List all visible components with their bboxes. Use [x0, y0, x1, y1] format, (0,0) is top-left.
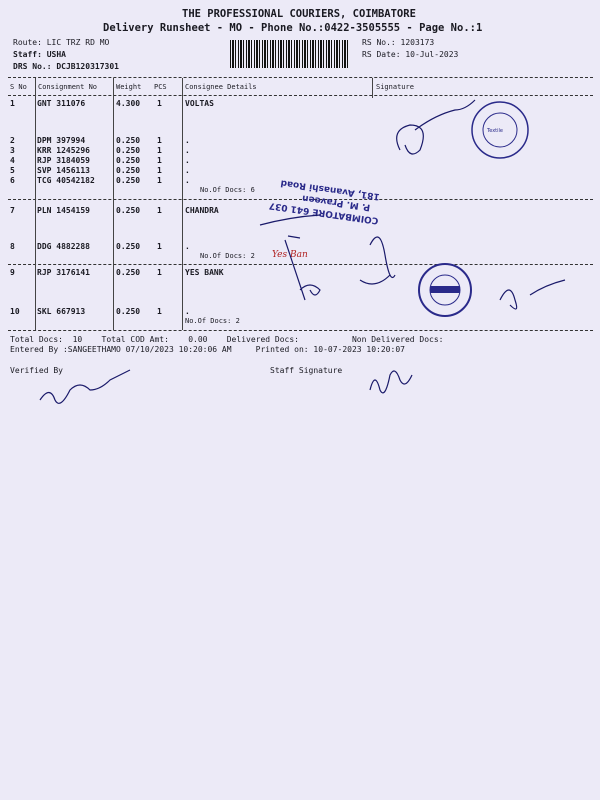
cell-sno: 6 [10, 176, 15, 185]
col-header-signature: Signature [376, 83, 414, 91]
cell-consignee: VOLTAS [185, 99, 214, 108]
bank-stamp [418, 263, 472, 317]
cell-consignee: . [185, 146, 190, 155]
cell-pcs: 1 [157, 166, 162, 175]
cell-sno: 3 [10, 146, 15, 155]
cell-pcs: 1 [157, 268, 162, 277]
totals-line: Total Docs: 10 Total COD Amt: 0.00 Deliv… [10, 335, 444, 344]
cell-cons: SVP 1456113 [37, 166, 90, 175]
cell-consignee: . [185, 176, 190, 185]
runsheet-subtitle: Delivery Runsheet - MO - Phone No.:0422-… [103, 22, 483, 34]
cell-sno: 1 [10, 99, 15, 108]
column-line [113, 78, 114, 330]
cell-sno: 4 [10, 156, 15, 165]
divider [8, 77, 593, 78]
barcode [230, 40, 350, 68]
address-stamp: COIMBATORE 641 037 P. M. Praveen 181, Av… [268, 177, 380, 225]
staff: Staff: USHA [13, 50, 66, 59]
cell-cons: SKL 667913 [37, 307, 86, 316]
cell-pcs: 1 [157, 146, 162, 155]
column-line [372, 78, 373, 98]
entered-by-line: Entered By :SANGEETHAMO 07/10/2023 10:20… [10, 345, 405, 354]
cell-cons: RJP 3184059 [37, 156, 90, 165]
cell-cons: KRR 1245296 [37, 146, 90, 155]
cell-consignee: YES BANK [185, 268, 224, 277]
cell-weight: 0.250 [116, 146, 141, 155]
group-doc-count: No.Of Docs: 2 [185, 317, 240, 325]
cell-consignee: . [185, 166, 190, 175]
cell-pcs: 1 [157, 206, 162, 215]
divider [8, 95, 593, 96]
cell-pcs: 1 [157, 307, 162, 316]
cell-consignee: . [185, 156, 190, 165]
signatures [39, 99, 566, 404]
cell-consignee: . [185, 136, 190, 145]
cell-consignee: . [185, 307, 190, 316]
col-header-sno: S No [10, 83, 27, 91]
cell-consignee: CHANDRA [185, 206, 219, 215]
cell-weight: 0.250 [116, 206, 141, 215]
group-doc-count: No.Of Docs: 2 [200, 252, 255, 260]
column-line [35, 78, 36, 330]
staff-signature-label: Staff Signature [270, 366, 343, 375]
cell-weight: 0.250 [116, 166, 141, 175]
group-doc-count: No.Of Docs: 6 [200, 186, 255, 194]
column-line [182, 78, 183, 330]
rs-number: RS No.: 1203173 [362, 38, 435, 47]
cell-sno: 5 [10, 166, 15, 175]
col-header-pcs: PCS [154, 83, 167, 91]
svg-text:Textile: Textile [486, 128, 503, 134]
divider [8, 199, 593, 200]
divider [8, 330, 593, 331]
drs-number: DRS No.: DCJB120317301 [13, 62, 119, 71]
cell-sno: 10 [10, 307, 20, 316]
cell-cons: RJP 3176141 [37, 268, 90, 277]
cell-cons: TCG 40542182 [37, 176, 95, 185]
col-header-weight: Weight [116, 83, 142, 91]
cell-pcs: 1 [157, 99, 162, 108]
cell-cons: DPM 397994 [37, 136, 86, 145]
col-header-consignment: Consignment No [38, 83, 98, 91]
verified-by-label: Verified By [10, 366, 63, 375]
divider [8, 264, 593, 265]
cell-sno: 2 [10, 136, 15, 145]
cell-sno: 8 [10, 242, 15, 251]
route: Route: LIC TRZ RD MO [13, 38, 110, 47]
rs-date: RS Date: 10-Jul-2023 [362, 50, 459, 59]
cell-pcs: 1 [157, 176, 162, 185]
cell-weight: 4.300 [116, 99, 141, 108]
cell-pcs: 1 [157, 136, 162, 145]
cell-weight: 0.250 [116, 176, 141, 185]
cell-consignee: . [185, 242, 190, 251]
cell-weight: 0.250 [116, 307, 141, 316]
company-title: THE PROFESSIONAL COURIERS, COIMBATORE [182, 8, 416, 20]
cell-sno: 7 [10, 206, 15, 215]
cell-cons: PLN 1454159 [37, 206, 90, 215]
cell-cons: DDG 4882288 [37, 242, 90, 251]
cell-pcs: 1 [157, 242, 162, 251]
textile-stamp: Textile [471, 101, 529, 159]
handwritten-note: Yes Ban [272, 250, 308, 260]
cell-sno: 9 [10, 268, 15, 277]
cell-cons: GNT 311076 [37, 99, 86, 108]
cell-weight: 0.250 [116, 242, 141, 251]
cell-pcs: 1 [157, 156, 162, 165]
cell-weight: 0.250 [116, 156, 141, 165]
cell-weight: 0.250 [116, 268, 141, 277]
cell-weight: 0.250 [116, 136, 141, 145]
col-header-consignee: Consignee Details [185, 83, 257, 91]
